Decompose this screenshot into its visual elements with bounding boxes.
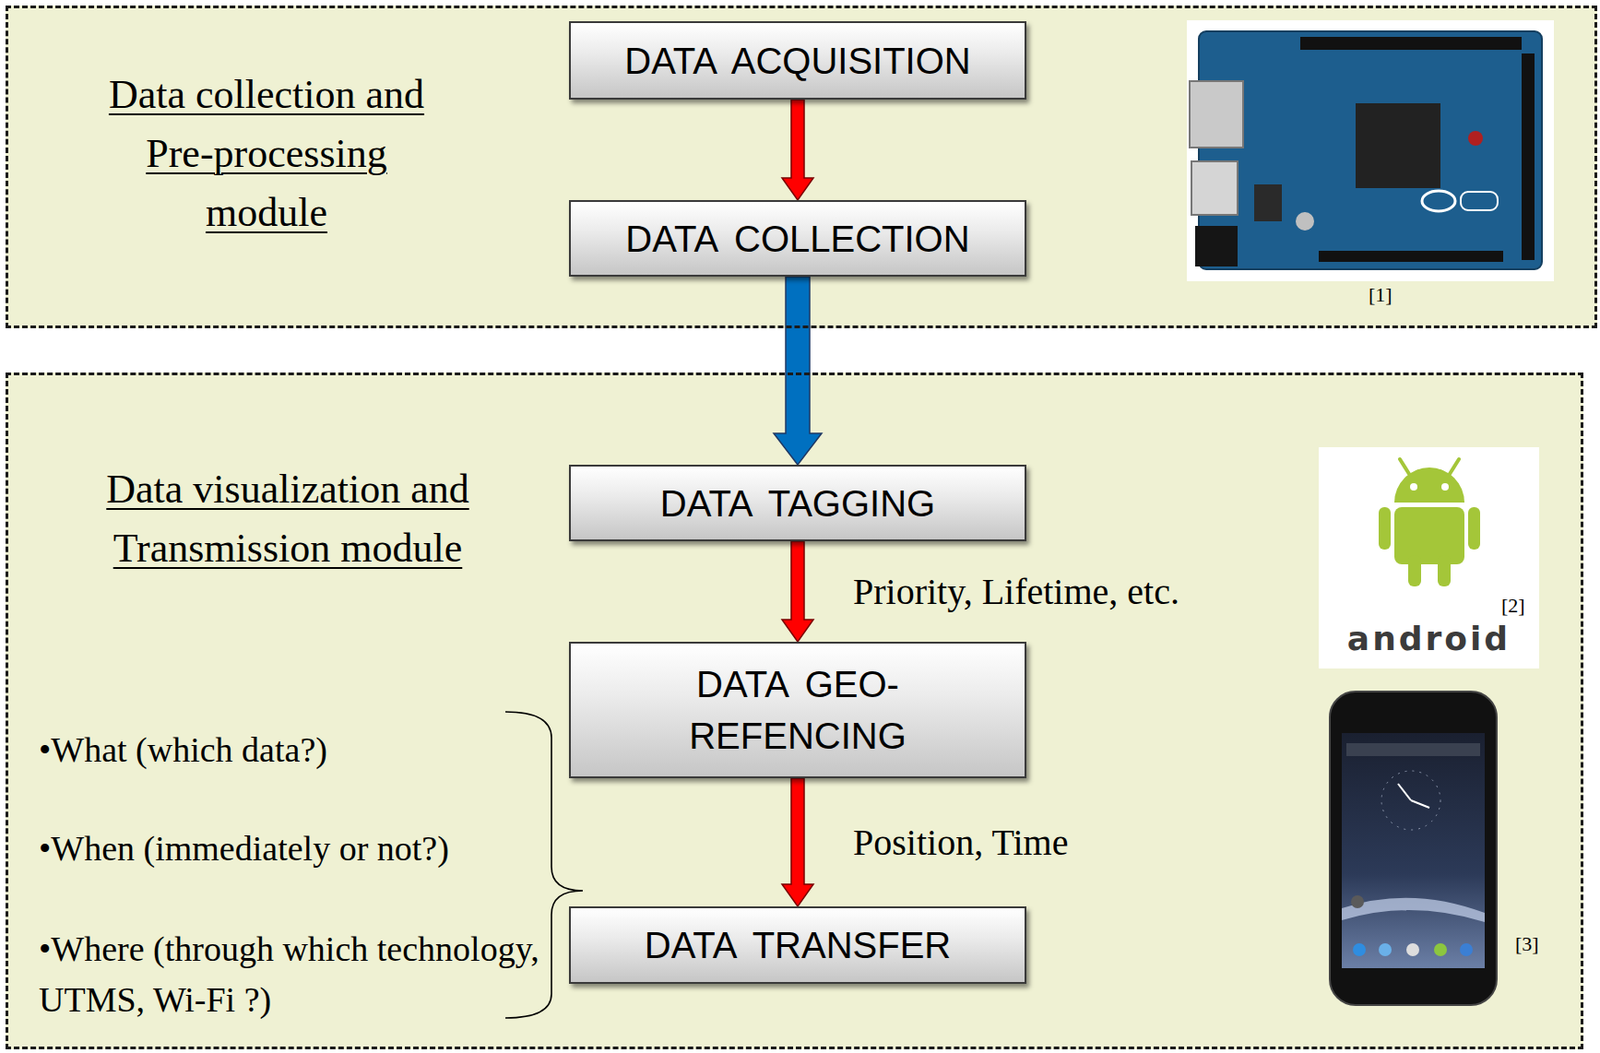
box-label: DATA TRANSFER <box>644 919 952 972</box>
android-antenna <box>1449 459 1459 475</box>
android-leg <box>1408 555 1422 587</box>
pin-header <box>1318 250 1504 262</box>
clock-hand <box>1410 800 1430 808</box>
bullet-note: •Where (through which technology, UTMS, … <box>38 924 556 1026</box>
process-box: DATA TAGGING <box>568 464 1027 542</box>
app-icon <box>1434 943 1447 957</box>
module-heading: Data visualization and Transmission modu… <box>89 460 486 579</box>
callout-number: [2] <box>1501 592 1526 619</box>
callout-number: [1] <box>1368 282 1393 309</box>
app-icon <box>1459 943 1473 957</box>
android-arm <box>1378 507 1391 550</box>
chip <box>1254 184 1282 222</box>
android-eye <box>1441 483 1449 491</box>
bullet-note: •When (immediately or not?) <box>38 823 556 875</box>
module-heading: Data collection and Pre-processing modul… <box>100 65 433 243</box>
phone-screen <box>1341 733 1485 969</box>
android-body <box>1394 507 1465 565</box>
app-icon <box>1351 895 1364 909</box>
android-leg <box>1437 555 1451 587</box>
arduino-board <box>1198 31 1542 270</box>
logo-ground <box>1318 447 1540 669</box>
usb-port <box>1191 161 1238 215</box>
edge-label: Position, Time <box>853 819 1068 866</box>
board-logo <box>1422 190 1456 212</box>
phone-body <box>1329 691 1497 1006</box>
flow-arrow <box>782 99 814 201</box>
arrow-shape <box>773 276 822 465</box>
module-region: Data collection and Pre-processing modul… <box>5 5 1598 329</box>
process-box: DATA COLLECTION <box>568 200 1027 277</box>
logo-wordmark: android <box>1320 619 1538 659</box>
chip <box>1355 103 1441 189</box>
arrow-shape <box>782 541 814 642</box>
arrow-shape <box>782 778 814 907</box>
box-label: DATA ACQUISITION <box>624 35 971 87</box>
box-label: DATA TAGGING <box>660 477 936 530</box>
pin-header <box>1521 53 1535 261</box>
flow-arrow <box>782 778 814 907</box>
power-jack <box>1195 225 1238 267</box>
clock-face <box>1381 770 1441 830</box>
android-antenna <box>1399 459 1410 475</box>
process-box: DATA GEO-REFENCING <box>568 641 1027 779</box>
process-box: DATA TRANSFER <box>568 906 1027 984</box>
region-fill <box>5 372 1584 1050</box>
usb-port <box>1189 81 1244 148</box>
android-head <box>1394 467 1465 503</box>
flow-arrow <box>782 541 814 642</box>
capacitor <box>1295 212 1315 231</box>
app-icon <box>1378 943 1392 957</box>
pin-header <box>1300 36 1522 50</box>
android-eye <box>1410 483 1418 491</box>
bullet-note: •What (which data?) <box>38 724 556 776</box>
search-bar <box>1346 743 1481 757</box>
flow-arrow <box>773 276 822 465</box>
box-label: DATA GEO-REFENCING <box>604 658 992 762</box>
arrow-shape <box>782 99 814 201</box>
box-label: DATA COLLECTION <box>625 213 970 265</box>
clock-hand <box>1398 783 1411 801</box>
app-icon <box>1352 943 1366 957</box>
android-arm <box>1468 507 1481 550</box>
button <box>1468 130 1483 146</box>
app-icon <box>1406 943 1420 957</box>
process-box: DATA ACQUISITION <box>568 21 1027 100</box>
callout-number: [3] <box>1515 931 1540 958</box>
edge-label: Priority, Lifetime, etc. <box>853 568 1180 616</box>
board-logo <box>1460 191 1498 211</box>
photo-ground <box>1186 20 1554 282</box>
